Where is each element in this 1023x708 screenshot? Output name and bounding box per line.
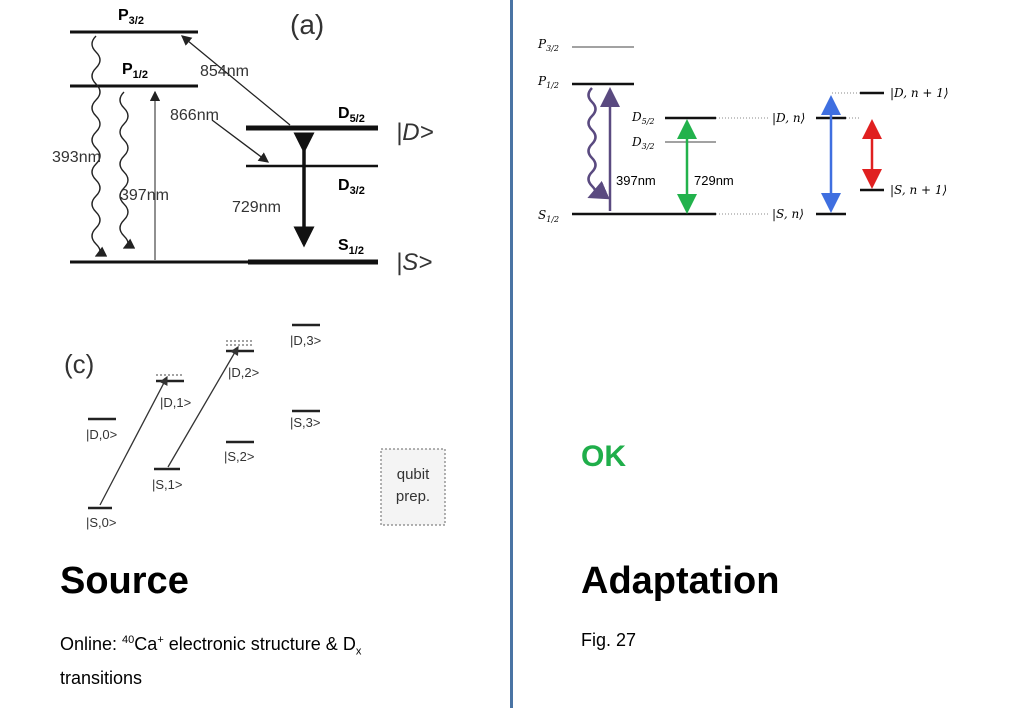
label-s0: |S,0> bbox=[86, 515, 116, 530]
label-d32: D3/2 bbox=[338, 177, 365, 197]
label-d52: D5/2 bbox=[338, 105, 365, 125]
adapt-decay-wave bbox=[587, 87, 610, 200]
adapt-label-p32: P3/2 bbox=[537, 37, 559, 53]
ket-dn1-label: |D, n + 1⟩ bbox=[890, 86, 949, 100]
adapt-label-d52: D5/2 bbox=[631, 110, 655, 126]
panel-label-c: (c) bbox=[64, 349, 94, 379]
qubit-prep-line2: prep. bbox=[396, 488, 430, 505]
wavelength-393: 393nm bbox=[52, 149, 101, 166]
decay-397-wave bbox=[119, 91, 136, 249]
label-d3: |D,3> bbox=[290, 333, 321, 348]
source-caption: Online: 40Ca+ electronic structure & Dx … bbox=[60, 634, 362, 688]
label-d1: |D,1> bbox=[160, 395, 191, 410]
source-heading: Source bbox=[60, 560, 189, 602]
ket-d-label: |D> bbox=[396, 119, 434, 146]
qubit-prep-line1: qubit bbox=[397, 466, 430, 483]
label-p12: P1/2 bbox=[122, 61, 148, 81]
adapt-wavelength-397: 397nm bbox=[616, 173, 656, 188]
adaptation-heading: Adaptation bbox=[581, 560, 780, 602]
panel-label-a: (a) bbox=[290, 9, 324, 40]
label-s3: |S,3> bbox=[290, 415, 320, 430]
label-d2: |D,2> bbox=[228, 365, 259, 380]
wavelength-866: 866nm bbox=[170, 107, 219, 124]
wavelength-397: 397nm bbox=[120, 187, 169, 204]
wavelength-729: 729nm bbox=[232, 199, 281, 216]
adapt-label-d32: D3/2 bbox=[631, 135, 655, 151]
adaptation-figure: P3/2 P1/2 D5/2 D3/2 S1/2 397nm 729nm |D,… bbox=[537, 37, 949, 224]
ket-sn-label: |S, n⟩ bbox=[772, 207, 804, 221]
adapt-wavelength-729: 729nm bbox=[694, 173, 734, 188]
ket-dn-label: |D, n⟩ bbox=[772, 111, 805, 125]
source-figure-c: (c) |S,0> |D,0> |S,1> |D,1> |S,2> |D,2> … bbox=[64, 323, 446, 530]
qubit-prep-box bbox=[380, 448, 446, 526]
status-ok: OK bbox=[581, 440, 626, 473]
label-p32: P3/2 bbox=[118, 7, 144, 27]
source-figure-a: (a) P3/2 P1/2 D5/2 D3/2 S1/2 |D> |S> 854… bbox=[52, 7, 434, 276]
label-s1: |S,1> bbox=[152, 477, 182, 492]
label-s2: |S,2> bbox=[224, 449, 254, 464]
adaptation-caption: Fig. 27 bbox=[581, 630, 637, 650]
adapt-label-p12: P1/2 bbox=[537, 74, 559, 90]
column-divider bbox=[510, 0, 513, 708]
decay-393-wave bbox=[91, 35, 108, 257]
wavelength-854: 854nm bbox=[200, 63, 249, 80]
transition-s1-d2 bbox=[167, 345, 239, 468]
transition-s0-d1 bbox=[99, 375, 168, 506]
ket-s-label: |S> bbox=[396, 249, 432, 276]
adapt-label-s12: S1/2 bbox=[538, 208, 559, 224]
ket-sn1-label: |S, n + 1⟩ bbox=[890, 183, 947, 197]
label-d0: |D,0> bbox=[86, 427, 117, 442]
repump-854-arrow bbox=[180, 35, 291, 126]
repump-866-arrow bbox=[211, 119, 270, 163]
label-s12: S1/2 bbox=[338, 237, 364, 257]
